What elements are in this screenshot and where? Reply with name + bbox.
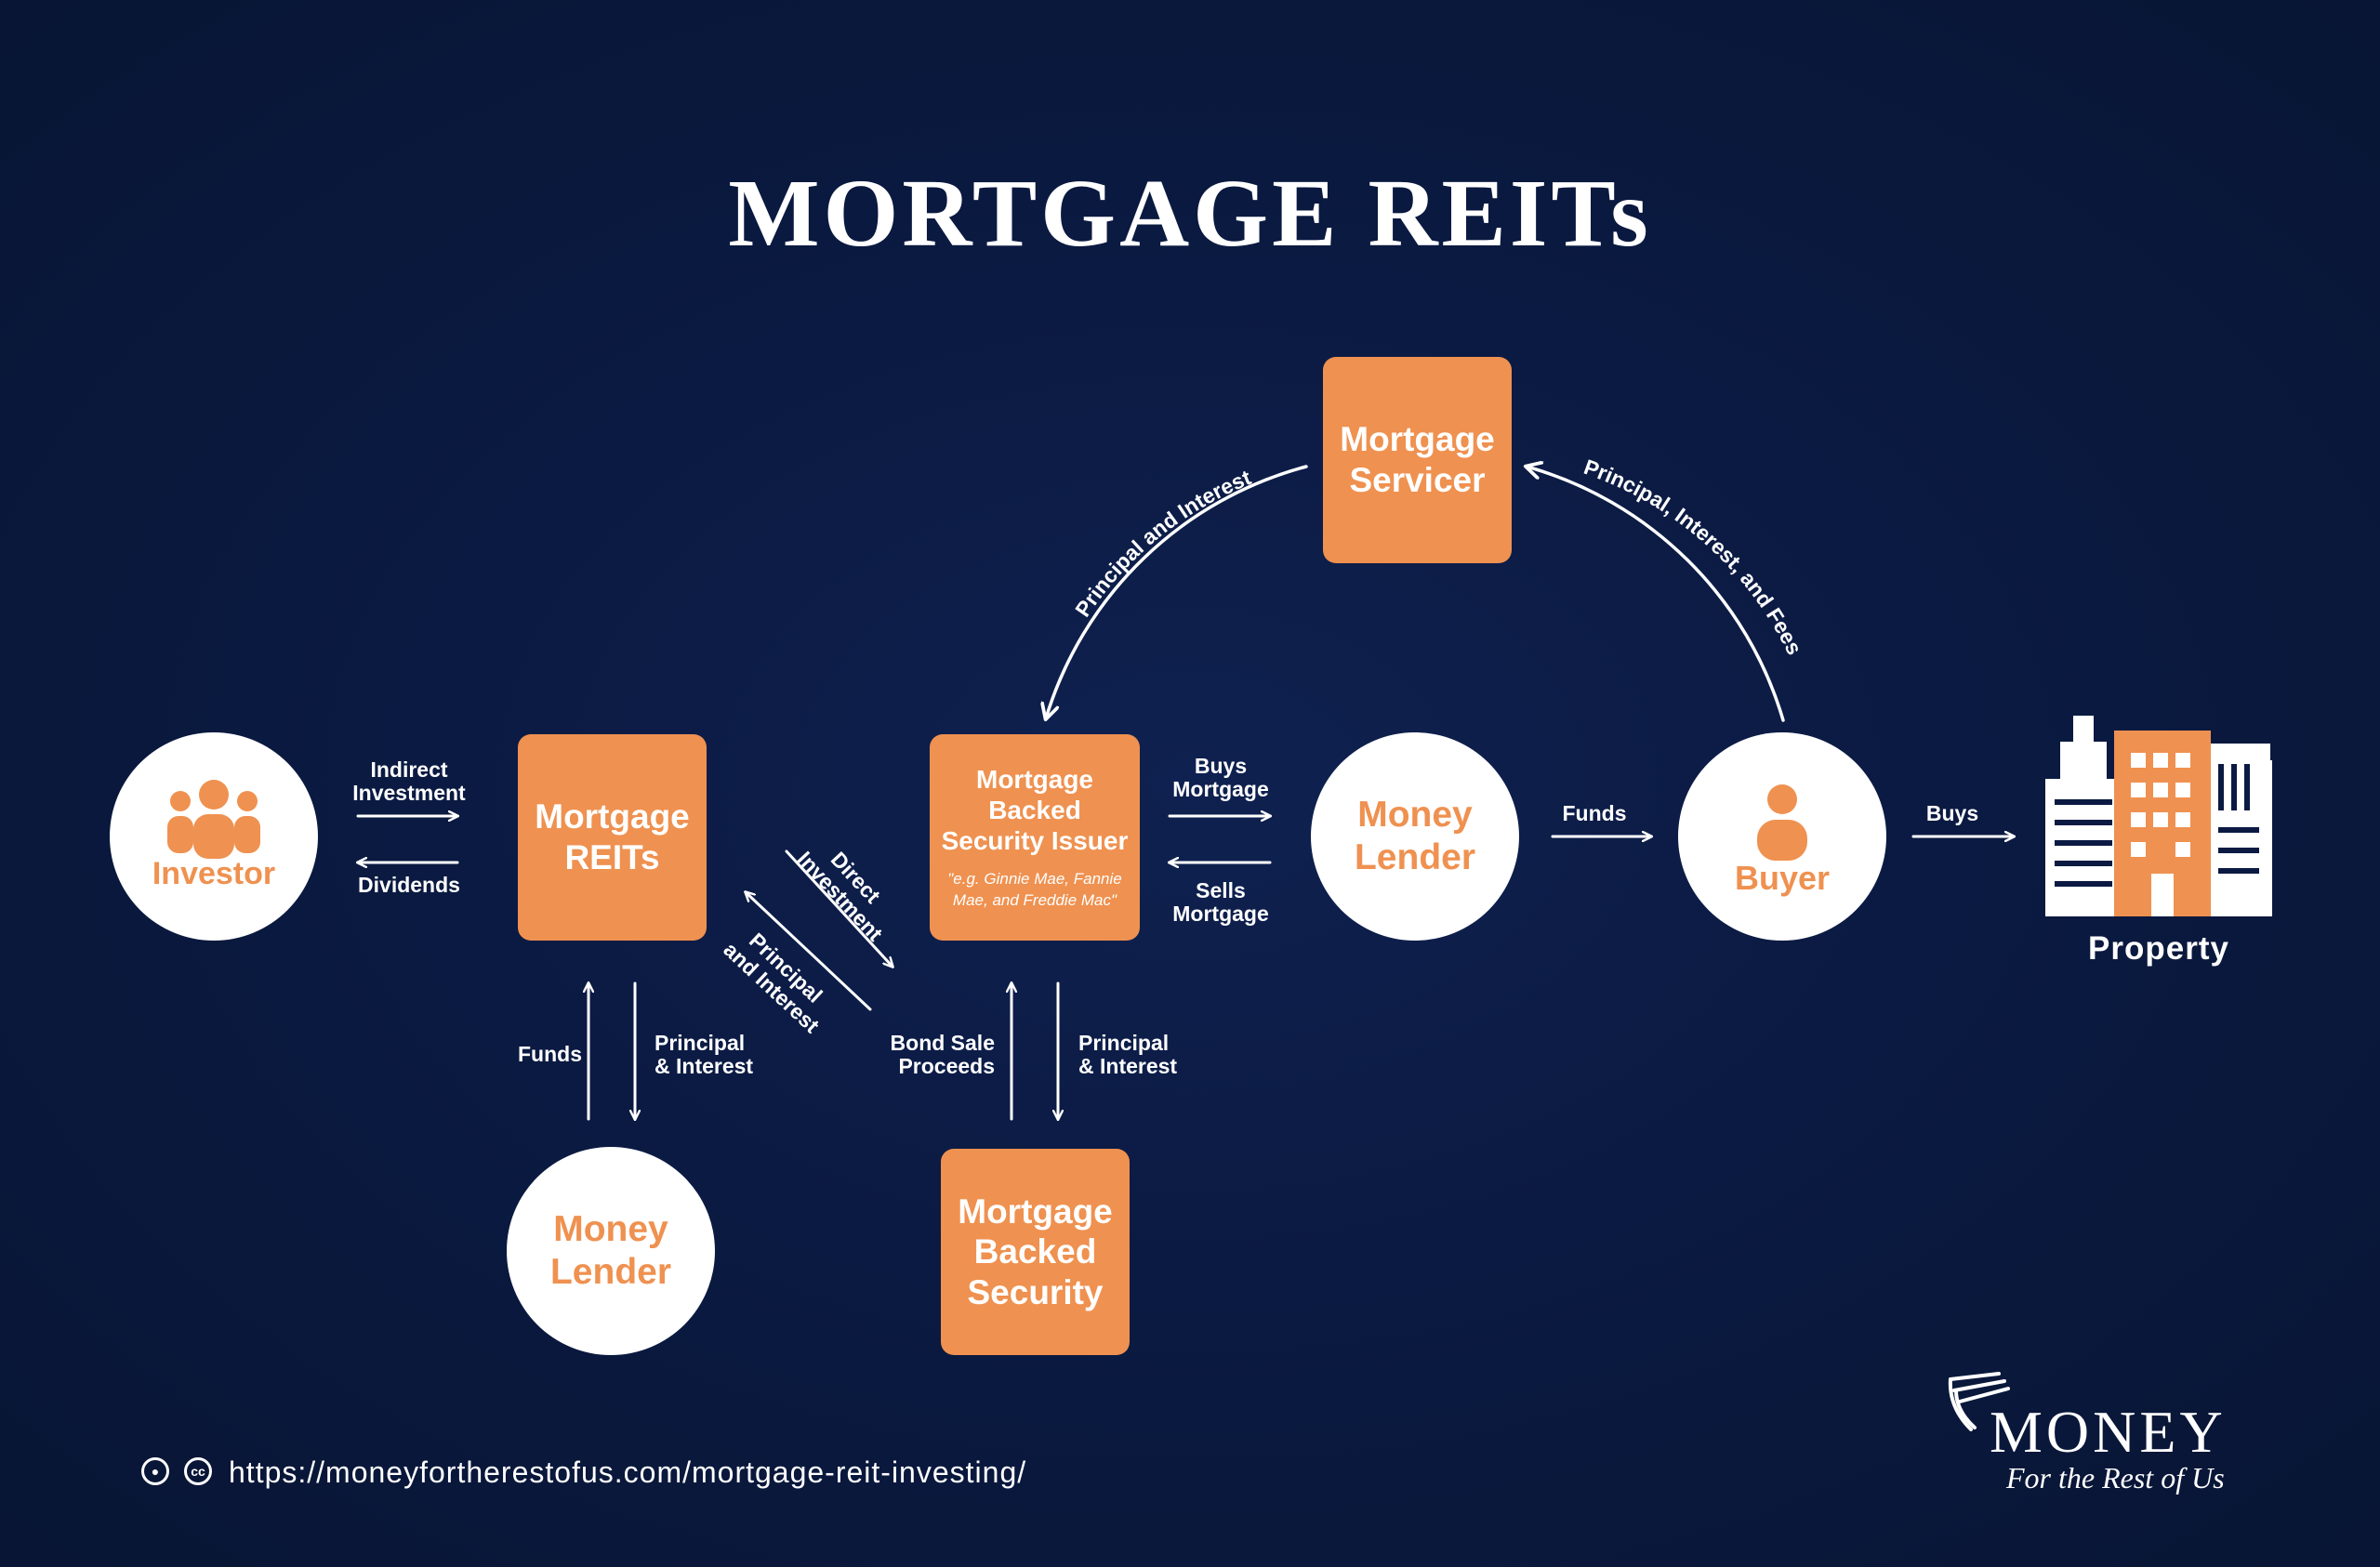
people-icon xyxy=(167,780,260,859)
money-lender-bottom-label: Money Lender xyxy=(549,1208,672,1292)
logo-wordmark: MONEY xyxy=(1990,1399,2227,1465)
label-sells-mortgage: Sells Mortgage xyxy=(1172,878,1269,927)
mbs-issuer-label: Mortgage Backed Security Issuer "e.g. Gi… xyxy=(930,734,1140,941)
label-buys-mortgage: Buys Mortgage xyxy=(1172,754,1269,802)
money-lender-center-node xyxy=(1311,732,1519,941)
label-principal-and-interest-diagonal: Principal and Interest xyxy=(719,919,840,1037)
label-funds-to-buyer: Funds xyxy=(1562,801,1627,825)
money-lender-center-label: Money Lender xyxy=(1354,794,1476,877)
mbs-issuer-node xyxy=(930,734,1140,941)
mbs-issuer-example-note: "e.g. Ginnie Mae, Fannie Mae, and Freddi… xyxy=(947,870,1122,909)
arrow-direct-investment xyxy=(785,849,892,967)
label-direct-investment: Direct Investment xyxy=(793,830,906,946)
attribution-icon: ● xyxy=(141,1457,169,1485)
page-title: MORTGAGE REITs xyxy=(728,160,1652,267)
mortgage-reits-node xyxy=(518,734,707,941)
money-lender-bottom-node xyxy=(507,1147,715,1355)
buyer-label: Buyer xyxy=(1734,859,1831,897)
arc-servicer-to-issuer xyxy=(1046,465,1308,718)
mortgage-reits-label: Mortgage REITs xyxy=(535,797,690,876)
mortgage-servicer-node xyxy=(1323,357,1512,563)
label-principal-interest-fees-arc: Principal, Interest, and Fees xyxy=(1581,454,1807,659)
mortgage-servicer-label: Mortgage Servicer xyxy=(1340,420,1495,499)
label-funds-from-lender: Funds xyxy=(518,1042,582,1066)
label-principal-interest-to-mbs: Principal & Interest xyxy=(1078,1031,1178,1079)
label-dividends: Dividends xyxy=(358,873,460,897)
mbs-node xyxy=(941,1149,1130,1355)
label-bond-sale-proceeds: Bond Sale Proceeds xyxy=(890,1031,995,1079)
buildings-icon xyxy=(2045,716,2272,916)
money-logo-icon xyxy=(1948,1372,2010,1431)
arc-buyer-to-servicer xyxy=(1527,467,1785,722)
mbs-label: Mortgage Backed Security xyxy=(958,1192,1113,1311)
label-principal-interest-to-lender: Principal & Interest xyxy=(654,1031,754,1079)
person-icon xyxy=(1757,784,1807,861)
arrow-principal-interest-diagonal xyxy=(746,892,872,1011)
label-buys-property: Buys xyxy=(1925,801,1979,825)
creative-commons-icon: cc xyxy=(184,1457,212,1485)
investor-label: Investor xyxy=(152,856,276,891)
label-indirect-investment: Indirect Investment xyxy=(352,757,466,806)
source-url[interactable]: https://moneyfortherestofus.com/mortgage… xyxy=(229,1455,1027,1489)
logo-tagline: For the Rest of Us xyxy=(2006,1461,2225,1495)
property-label: Property xyxy=(2088,930,2229,967)
